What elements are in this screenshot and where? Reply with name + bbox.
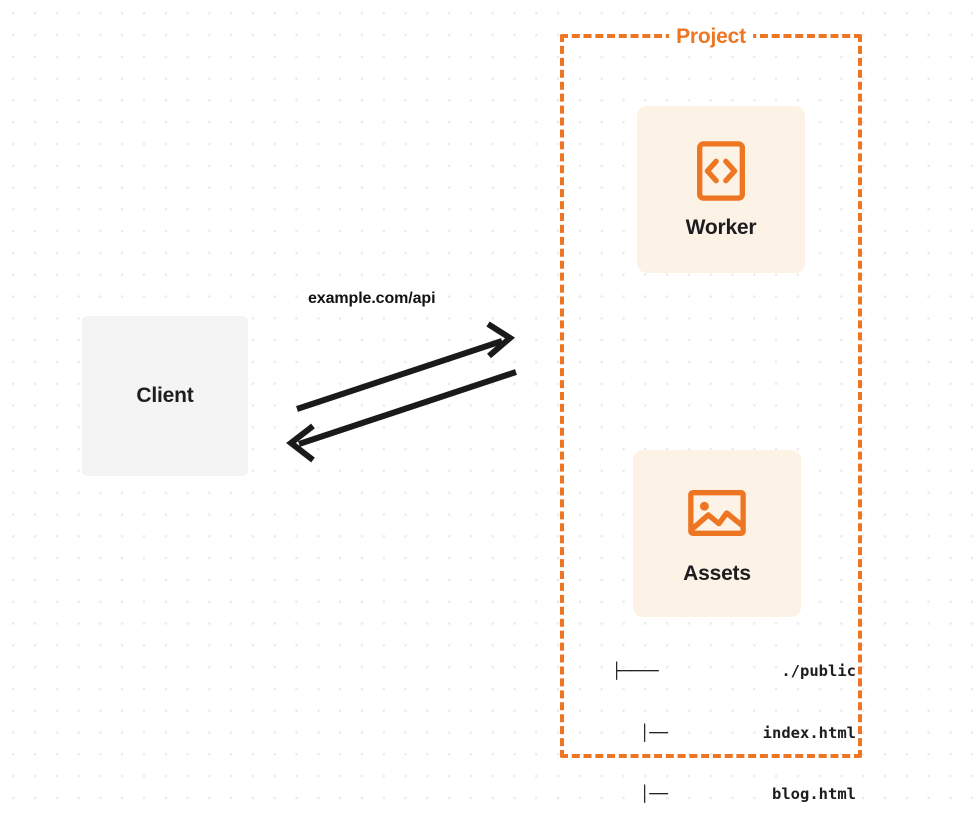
assets-card[interactable]: Assets [633,450,801,617]
file-tree-row: │── blog.html [612,784,856,805]
assets-card-label: Assets [683,561,751,585]
tree-branch-glyph: │── [612,723,668,742]
file-tree-row: │── index.html [612,723,856,744]
assets-file-tree: ├──── ./public │── index.html │── blog.h… [612,620,856,818]
image-icon [688,489,746,536]
file-tree-row: ├──── ./public [612,661,856,682]
request-arrow [296,321,516,412]
worker-card[interactable]: Worker [637,106,805,273]
connection-label: example.com/api [308,290,436,307]
project-title: Project [669,25,753,49]
project-container: Project Worker Assets ├──── ./public [560,25,862,803]
tree-entry-name: index.html [762,723,856,742]
code-brackets-icon [697,140,745,201]
tree-entry-name: ./public [781,662,856,680]
client-node-label: Client [136,384,194,407]
tree-entry-name: blog.html [772,785,856,803]
client-node[interactable]: Client [82,316,248,476]
worker-card-label: Worker [685,215,757,239]
response-arrow [286,369,517,463]
tree-branch-glyph: ├──── [612,662,659,680]
tree-branch-glyph: │── [612,785,668,803]
